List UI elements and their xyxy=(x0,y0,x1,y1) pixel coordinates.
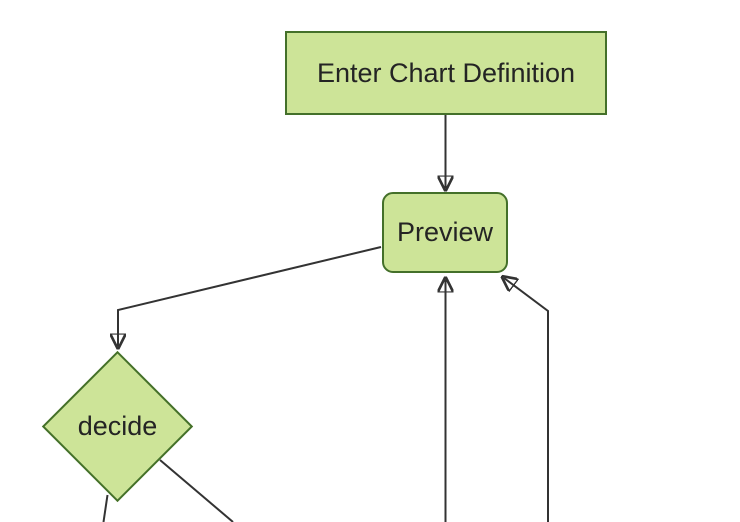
edge-decide-to-offscreen-right xyxy=(159,459,234,522)
node-enter-chart-definition-label: Enter Chart Definition xyxy=(316,57,576,88)
node-decide-label: decide xyxy=(77,411,158,441)
node-preview: Preview xyxy=(382,192,508,273)
node-decide: decide xyxy=(42,373,193,480)
edge-offscreen-to-preview-corner xyxy=(504,278,549,522)
edge-preview-to-decide xyxy=(118,246,382,346)
node-preview-label: Preview xyxy=(396,217,494,247)
edge-decide-to-offscreen-left xyxy=(102,494,109,522)
node-enter-chart-definition: Enter Chart Definition xyxy=(285,31,607,115)
